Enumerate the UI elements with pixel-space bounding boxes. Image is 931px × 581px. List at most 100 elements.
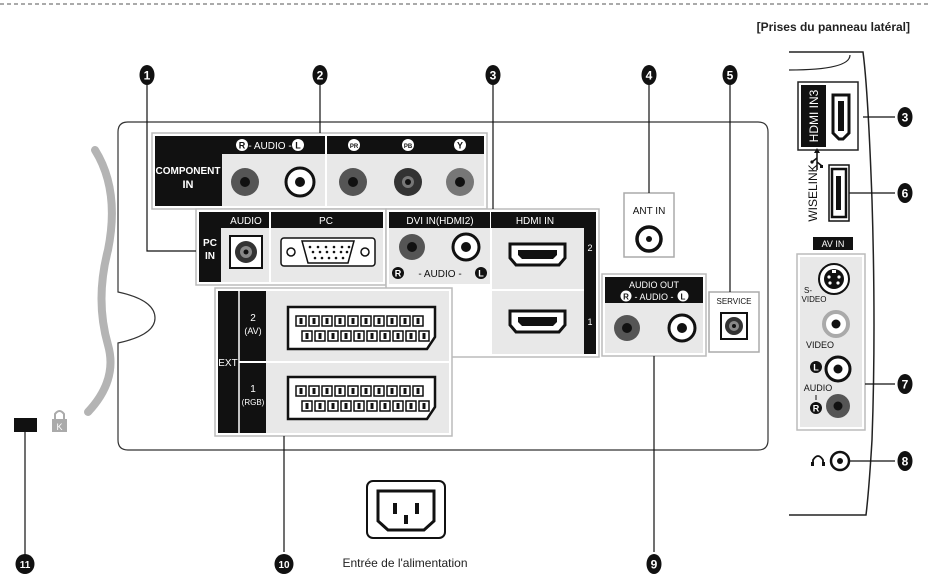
side-panel-title: [Prises du panneau latéral] (757, 20, 910, 34)
ext-group: EXT 2 (AV) 1 (RGB) (214, 287, 453, 437)
pc-label: PC (319, 216, 333, 227)
svg-text:8: 8 (902, 455, 909, 469)
side-audio-l-jack[interactable] (824, 355, 852, 383)
component-y-jack[interactable] (446, 168, 474, 196)
callout-9-badge: 9 (646, 554, 662, 574)
svg-text:11: 11 (20, 560, 31, 571)
usb-icon (810, 148, 823, 170)
power-inlet-socket[interactable] (366, 480, 446, 539)
callout-7-badge: 7 (897, 374, 913, 394)
audio-out-audio-label: - AUDIO - (634, 292, 673, 302)
svg-text:R: R (239, 141, 246, 151)
callout-11-badge: 11 (15, 554, 35, 574)
ext-2-label: 2 (250, 313, 256, 324)
svg-text:9: 9 (651, 558, 658, 572)
svg-text:5: 5 (727, 69, 734, 83)
service-label: SERVICE (717, 297, 752, 306)
svg-text:10: 10 (278, 560, 290, 571)
callout-5-badge: 5 (722, 65, 738, 85)
callout-10-badge: 10 (274, 554, 294, 574)
component-pr-jack[interactable] (339, 168, 367, 196)
svg-text:1: 1 (144, 69, 151, 83)
ext-label: EXT (218, 358, 237, 369)
component-label-in: IN (183, 179, 194, 191)
component-audio-l-jack[interactable] (284, 166, 316, 198)
component-in-group: COMPONENT IN R - AUDIO - L PR PB Y (151, 132, 488, 210)
dvi-audio-r-jack[interactable] (399, 234, 425, 260)
component-pb-jack[interactable] (394, 168, 422, 196)
service-jack[interactable] (720, 312, 748, 340)
hdmi-in-title: HDMI IN (516, 216, 554, 227)
ext-1-scart-port[interactable] (286, 375, 437, 421)
svg-text:R: R (395, 269, 402, 279)
svideo-label-2: VIDEO (802, 295, 827, 304)
pc-in-label-in: IN (205, 251, 215, 262)
svg-text:Y: Y (457, 141, 463, 151)
svg-text:K: K (56, 422, 62, 432)
callout-3-badge: 3 (485, 65, 501, 85)
svg-text:R: R (623, 293, 629, 302)
hdmi-1-port[interactable] (508, 309, 567, 334)
pc-audio-jack[interactable] (229, 235, 263, 269)
av-in-label: AV IN (822, 239, 845, 249)
pc-in-label: PC (203, 238, 217, 249)
svg-text:R: R (813, 404, 820, 414)
svg-text:PR: PR (350, 144, 359, 150)
svg-text:L: L (813, 363, 819, 373)
pc-audio-label: AUDIO (230, 216, 262, 227)
ant-in-jack[interactable] (635, 225, 663, 253)
pc-vga-port[interactable] (280, 237, 376, 267)
hdmi-port-2-label: 2 (587, 243, 592, 253)
dvi-title: DVI IN(HDMI2) (406, 216, 473, 227)
ext-2-av-label: (AV) (244, 326, 261, 336)
hdmi3-label: HDMI IN3 (807, 89, 821, 142)
side-video-jack[interactable] (822, 310, 850, 338)
svideo-label: S- (804, 286, 812, 295)
pc-in-group: PC IN AUDIO PC (195, 208, 387, 286)
svg-text:2: 2 (317, 69, 324, 83)
callout-6-badge: 6 (897, 183, 913, 203)
headphone-icon (811, 455, 825, 466)
callout-leaders (24, 85, 895, 555)
callout-8-badge: 8 (897, 451, 913, 471)
hdmi-2-port[interactable] (508, 242, 567, 267)
kensington-lock-icon: K (52, 410, 67, 432)
svg-text:L: L (681, 293, 686, 302)
callout-3-side-badge: 3 (897, 107, 913, 127)
component-audio-r-jack[interactable] (231, 168, 259, 196)
callout-4-badge: 4 (641, 65, 657, 85)
side-svideo-jack[interactable] (818, 263, 850, 295)
audio-out-group: AUDIO OUT R - AUDIO - L (601, 273, 707, 357)
wiselink-label: WISELINK (806, 164, 820, 221)
audio-out-title: AUDIO OUT (629, 280, 680, 290)
service-group: SERVICE (708, 291, 760, 353)
power-inlet-group: Entrée de l'alimentation (342, 480, 468, 570)
power-inlet-label: Entrée de l'alimentation (342, 556, 467, 570)
svg-text:L: L (478, 269, 484, 279)
callout-1-badge: 1 (139, 65, 155, 85)
svg-text:6: 6 (902, 187, 909, 201)
side-wiselink-group: WISELINK (806, 148, 850, 222)
cable-curve (84, 146, 116, 416)
side-headphone-jack[interactable] (829, 450, 851, 472)
audio-out-r-jack[interactable] (614, 315, 640, 341)
kensington-slot[interactable] (14, 418, 37, 432)
callout-2-badge: 2 (312, 65, 328, 85)
svg-text:L: L (295, 141, 301, 151)
side-audio-label: AUDIO (804, 383, 833, 393)
side-usb-port[interactable] (828, 164, 850, 222)
svg-text:3: 3 (902, 111, 909, 125)
side-hdmi3-port[interactable] (831, 93, 851, 141)
hdmi-port-1-label: 1 (587, 317, 592, 327)
dvi-audio-l-jack[interactable] (451, 232, 481, 262)
side-audio-r-jack[interactable] (826, 394, 850, 418)
svg-text:4: 4 (646, 69, 653, 83)
side-av-in-group: AV IN S- VIDEO VIDEO L AUDIO R (796, 237, 866, 431)
ant-in-group: ANT IN (623, 192, 675, 258)
ext-2-scart-port[interactable] (286, 305, 437, 351)
svg-text:PB: PB (404, 144, 413, 150)
video-label: VIDEO (806, 340, 834, 350)
svg-text:3: 3 (490, 69, 497, 83)
component-audio-label: - AUDIO - (248, 141, 291, 152)
audio-out-l-jack[interactable] (667, 313, 697, 343)
